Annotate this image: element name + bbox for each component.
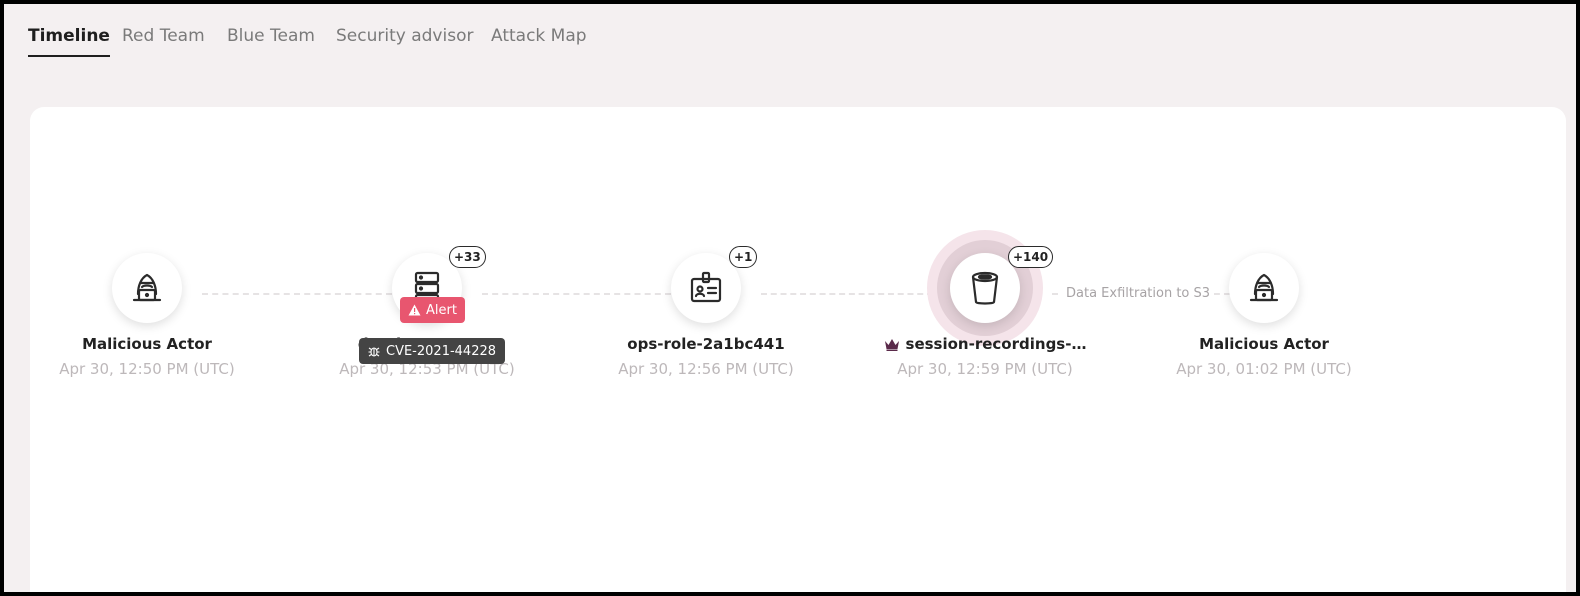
timeline-connector xyxy=(761,293,933,295)
node-icon-circle[interactable] xyxy=(112,253,182,323)
alert-label: Alert xyxy=(426,302,457,318)
warning-icon xyxy=(408,304,421,316)
related-count-badge[interactable]: +1 xyxy=(729,246,758,268)
hacker-icon xyxy=(1249,273,1279,302)
related-count-badge[interactable]: +33 xyxy=(449,246,486,268)
node-timestamp: Apr 30, 12:50 PM (UTC) xyxy=(59,360,235,378)
bucket-icon xyxy=(971,271,999,305)
alert-badge[interactable]: Alert xyxy=(400,297,465,323)
node-timestamp: Apr 30, 12:56 PM (UTC) xyxy=(618,360,794,378)
id-badge-icon xyxy=(690,271,722,303)
node-name: ops-role-2a1bc441 xyxy=(627,335,785,353)
edge-label-exfiltration: Data Exfiltration to S3 xyxy=(1062,286,1215,301)
cve-tag[interactable]: CVE-2021-44228 xyxy=(359,338,506,364)
node-icon-circle[interactable] xyxy=(950,253,1020,323)
related-count-badge[interactable]: +140 xyxy=(1008,246,1054,268)
node-name-text: session-recordings-… xyxy=(905,335,1087,353)
timeline-card: Data Exfiltration to S3 Malicious Actor … xyxy=(30,107,1566,592)
timeline-connector xyxy=(482,293,671,295)
node-icon-circle[interactable] xyxy=(1229,253,1299,323)
node-timestamp: Apr 30, 12:59 PM (UTC) xyxy=(897,360,1073,378)
node-name: Malicious Actor xyxy=(82,335,212,353)
node-name: Malicious Actor xyxy=(1199,335,1329,353)
node-name: session-recordings-… xyxy=(875,335,1095,355)
timeline-connector xyxy=(202,293,392,295)
tab-timeline[interactable]: Timeline xyxy=(28,26,110,57)
crown-icon xyxy=(884,337,900,355)
tab-security-advisor[interactable]: Security advisor xyxy=(336,26,474,46)
node-icon-circle[interactable] xyxy=(671,253,741,323)
node-timestamp: Apr 30, 12:53 PM (UTC) xyxy=(339,360,515,378)
hacker-icon xyxy=(132,273,162,302)
node-timestamp: Apr 30, 01:02 PM (UTC) xyxy=(1176,360,1352,378)
app-frame: Timeline Red Team Blue Team Security adv… xyxy=(4,4,1576,592)
tab-blue-team[interactable]: Blue Team xyxy=(227,26,315,46)
bug-icon xyxy=(368,347,380,357)
tab-red-team[interactable]: Red Team xyxy=(122,26,205,46)
tab-attack-map[interactable]: Attack Map xyxy=(491,26,587,46)
cve-label: CVE-2021-44228 xyxy=(386,343,497,359)
